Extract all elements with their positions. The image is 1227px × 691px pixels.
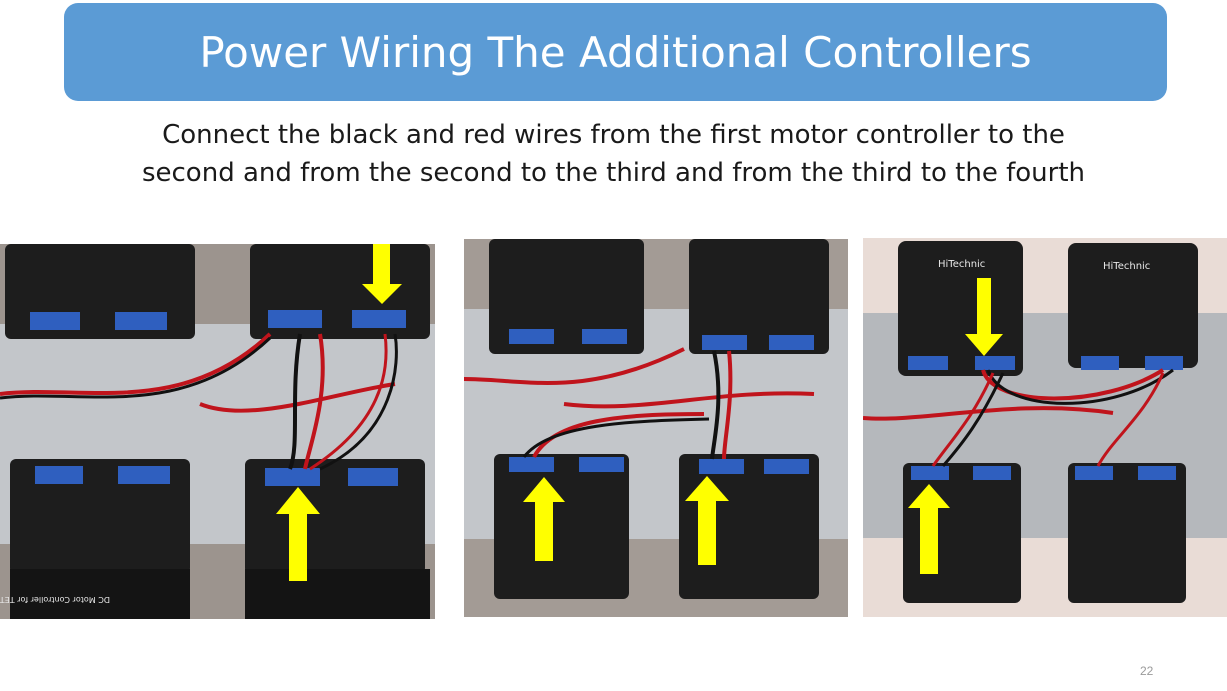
arrow-up-battery: [276, 487, 320, 581]
arrow-down-battery: [362, 244, 402, 304]
controller-bottom-left: [494, 454, 629, 599]
photo-middle-drawing: [464, 239, 848, 617]
brand-label-top-left: HiTechnic: [938, 259, 985, 270]
controller-top-right: [1068, 243, 1198, 368]
arrow-up-battery: [908, 484, 950, 574]
arrow-down-battery: [965, 278, 1003, 356]
photo-right: HiTechnic HiTechnic: [863, 238, 1227, 617]
slide-subtitle: Connect the black and red wires from the…: [60, 116, 1167, 192]
brand-label-top-right: HiTechnic: [1103, 261, 1150, 272]
subtitle-line-2: second and from the second to the third …: [141, 158, 1086, 188]
arrow-up-battery-left: [523, 477, 565, 561]
photo-right-drawing: HiTechnic HiTechnic: [863, 238, 1227, 617]
slide-title: Power Wiring The Additional Controllers: [199, 27, 1032, 77]
controller-bottom-right: [1068, 463, 1186, 603]
photo-left: DC Motor Controller for TETRIX: [0, 244, 435, 619]
photo-middle: [464, 239, 848, 617]
controller-top-right: [689, 239, 829, 354]
subtitle-line-1: Connect the black and red wires from the…: [162, 120, 1065, 150]
page-number: 22: [1140, 664, 1154, 678]
arrow-up-battery-right: [685, 476, 729, 565]
controller-bottom-left: [10, 459, 190, 574]
photo-left-drawing: DC Motor Controller for TETRIX: [0, 244, 435, 619]
controller-top-left: [489, 239, 644, 354]
title-banner: Power Wiring The Additional Controllers: [64, 3, 1167, 101]
controller-model-label: DC Motor Controller for TETRIX: [0, 595, 110, 604]
